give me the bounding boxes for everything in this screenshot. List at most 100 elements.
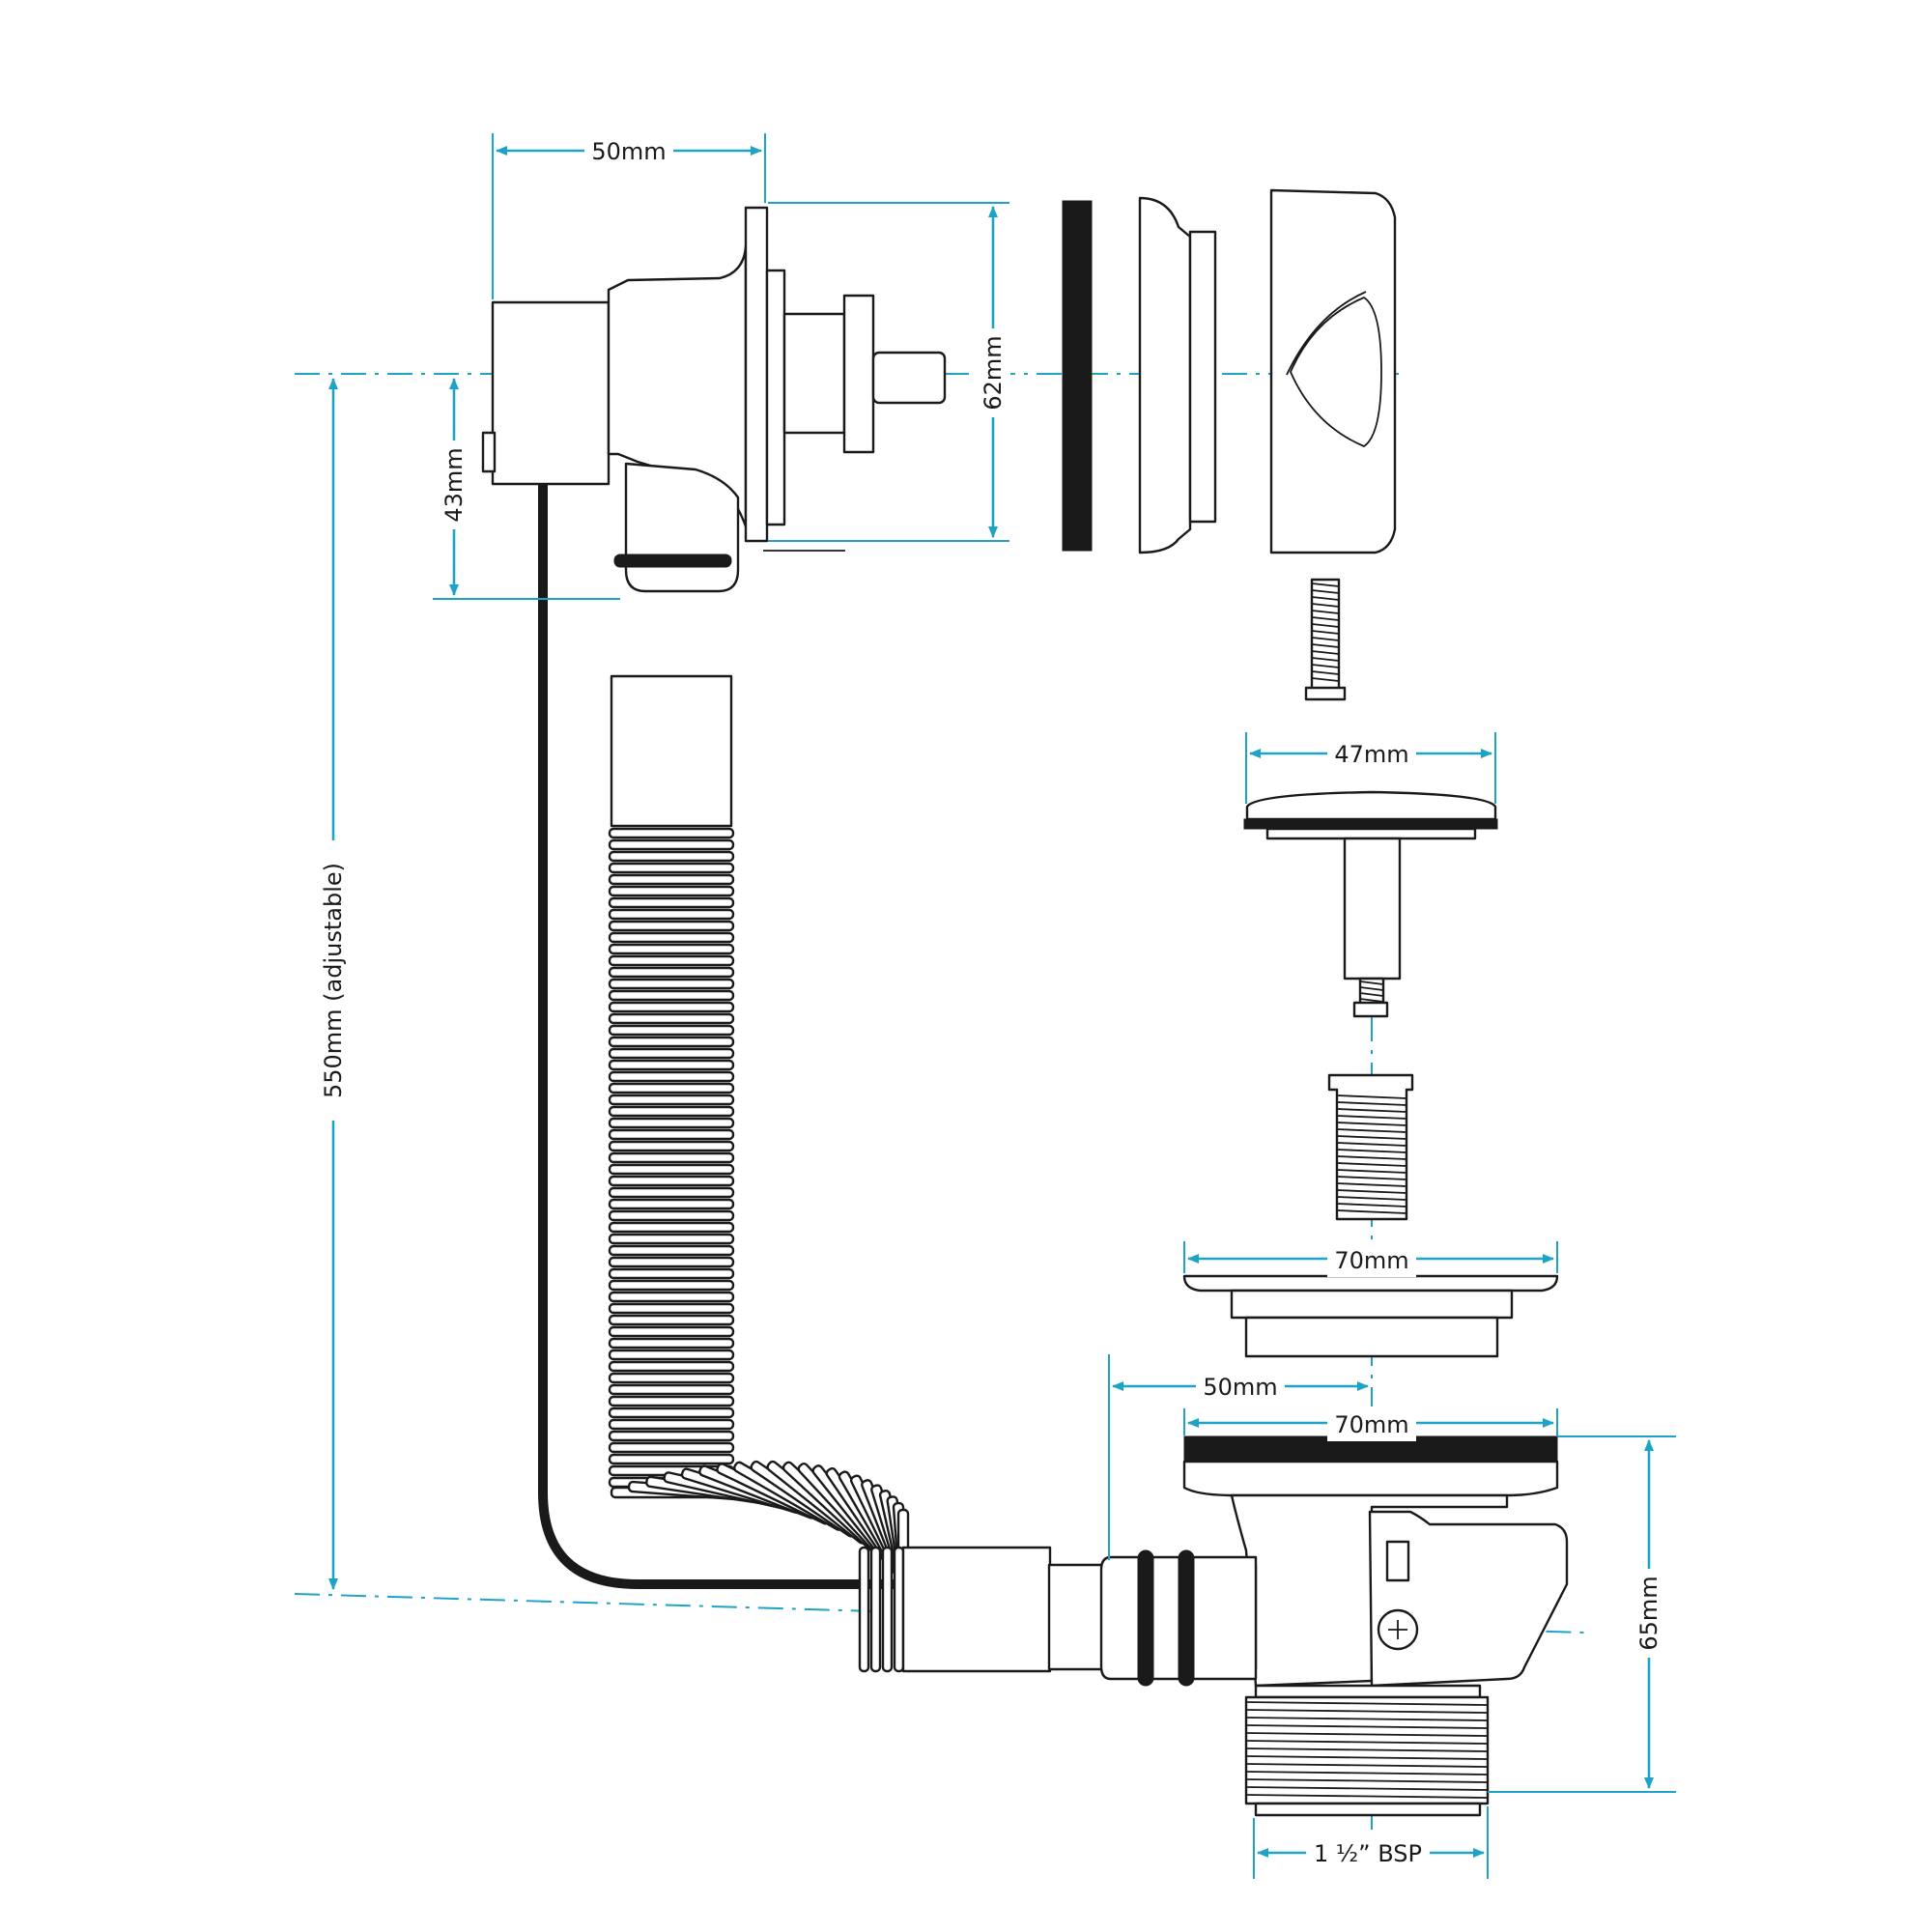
hose-rib bbox=[608, 1186, 735, 1199]
label-plug-diameter: 47mm bbox=[1334, 741, 1408, 768]
overflow-body bbox=[481, 206, 947, 593]
hose-rib bbox=[608, 1221, 735, 1234]
thread-line bbox=[1311, 589, 1340, 594]
hose-rib bbox=[608, 1418, 735, 1431]
thread-line bbox=[1245, 1747, 1489, 1752]
thread-line bbox=[1336, 1162, 1407, 1167]
hose-rib bbox=[608, 1070, 735, 1083]
label-overflow-plate-height: 62mm bbox=[980, 335, 1007, 410]
thread-line bbox=[1336, 1135, 1407, 1140]
spigot-o-ring-2 bbox=[1178, 1549, 1195, 1687]
hose-rib bbox=[608, 1395, 735, 1407]
thread-line bbox=[1245, 1701, 1489, 1706]
waste-tail-threads bbox=[1245, 1701, 1489, 1799]
hose-rib bbox=[608, 1256, 735, 1268]
hose-rib bbox=[608, 1233, 735, 1245]
thread-line bbox=[1336, 1149, 1407, 1153]
pop-up-plug bbox=[1243, 790, 1498, 1018]
hose-rib bbox=[608, 1267, 735, 1280]
thread-line bbox=[1336, 1203, 1407, 1208]
hose-rib bbox=[608, 1314, 735, 1326]
label-waste-offset: 50mm bbox=[1203, 1374, 1277, 1401]
hose-rib bbox=[608, 1198, 735, 1210]
waste-flange bbox=[1182, 1274, 1559, 1358]
thread-line bbox=[1311, 657, 1340, 662]
label-overall-length: 550mm (adjustable) bbox=[320, 863, 347, 1098]
thread-line bbox=[1311, 616, 1340, 621]
plug-seal bbox=[1243, 818, 1498, 830]
thread-line bbox=[1311, 630, 1340, 635]
hose-rib bbox=[608, 954, 735, 967]
hose-rib bbox=[608, 896, 735, 909]
hose-rib bbox=[608, 1453, 735, 1465]
thread-line bbox=[1311, 643, 1340, 648]
hose-rib bbox=[608, 862, 735, 874]
thread-bottom-ring bbox=[1254, 1802, 1482, 1817]
cover-grip-edge bbox=[1286, 291, 1367, 376]
thread-line bbox=[1311, 610, 1340, 614]
thread-line bbox=[1359, 980, 1384, 985]
plug-stem bbox=[1343, 837, 1402, 980]
cable-housing-slot bbox=[1385, 1540, 1410, 1582]
hose-rib bbox=[608, 931, 735, 944]
thread-line bbox=[1336, 1101, 1407, 1106]
hose-rib bbox=[608, 1441, 735, 1454]
thread-line bbox=[1336, 1189, 1407, 1194]
thread-line bbox=[1336, 1094, 1407, 1099]
thread-line bbox=[1245, 1786, 1489, 1791]
hose-rib bbox=[608, 966, 735, 979]
outlet-o-ring bbox=[613, 554, 732, 568]
hose-rib bbox=[608, 1151, 735, 1164]
thread-line bbox=[1336, 1176, 1407, 1180]
waste-body-housing bbox=[1230, 1493, 1509, 1688]
plug-adjuster bbox=[1327, 1073, 1414, 1221]
thread-line bbox=[1359, 998, 1384, 1003]
hose-rib bbox=[858, 1546, 870, 1673]
hose-rib bbox=[608, 838, 735, 851]
thread-line bbox=[1336, 1142, 1407, 1147]
thread-line bbox=[1336, 1128, 1407, 1133]
waste-cable-housing bbox=[1368, 1510, 1569, 1688]
hose-rib bbox=[608, 1036, 735, 1048]
thread-line bbox=[1311, 677, 1340, 682]
plug-stem-thread-lines bbox=[1359, 980, 1384, 1003]
hose-rib bbox=[608, 1117, 735, 1129]
flange-rim bbox=[1182, 1274, 1559, 1293]
hose-corrugations bbox=[608, 827, 735, 1489]
overflow-spindle-shaft bbox=[871, 351, 947, 405]
cover-screw-threads bbox=[1311, 582, 1340, 682]
hose-rib bbox=[608, 1349, 735, 1361]
thread-line bbox=[1245, 1740, 1489, 1745]
thread-line bbox=[1311, 623, 1340, 628]
hose-rib bbox=[608, 1001, 735, 1013]
backnut-lip bbox=[1188, 230, 1217, 524]
hose-rib bbox=[608, 1430, 735, 1442]
thread-line bbox=[1311, 650, 1340, 655]
thread-line bbox=[1311, 603, 1340, 608]
hose-rib bbox=[608, 885, 735, 897]
hose-rib bbox=[608, 873, 735, 886]
label-overflow-width: 50mm bbox=[591, 138, 666, 165]
flange-neck bbox=[1230, 1289, 1514, 1320]
thread-line bbox=[1336, 1196, 1407, 1201]
hose-rib bbox=[608, 1024, 735, 1037]
adjuster-threads bbox=[1336, 1094, 1407, 1214]
thread-line bbox=[1336, 1155, 1407, 1160]
thread-line bbox=[1245, 1755, 1489, 1760]
hose-rib bbox=[608, 1360, 735, 1373]
hose-rib bbox=[608, 920, 735, 932]
thread-line bbox=[1359, 992, 1384, 997]
hose-rib bbox=[608, 1059, 735, 1071]
thread-line bbox=[1336, 1209, 1407, 1214]
hose-rib bbox=[608, 1244, 735, 1257]
thread-line bbox=[1245, 1763, 1489, 1768]
hose-rib bbox=[608, 1279, 735, 1292]
backnut-ring bbox=[1138, 196, 1192, 554]
hose-rib bbox=[608, 850, 735, 863]
hose-rib bbox=[608, 1302, 735, 1315]
hose-rib bbox=[608, 1012, 735, 1025]
hose-rib bbox=[608, 978, 735, 990]
cover-screw bbox=[1304, 578, 1347, 701]
hose-rib bbox=[608, 1337, 735, 1350]
